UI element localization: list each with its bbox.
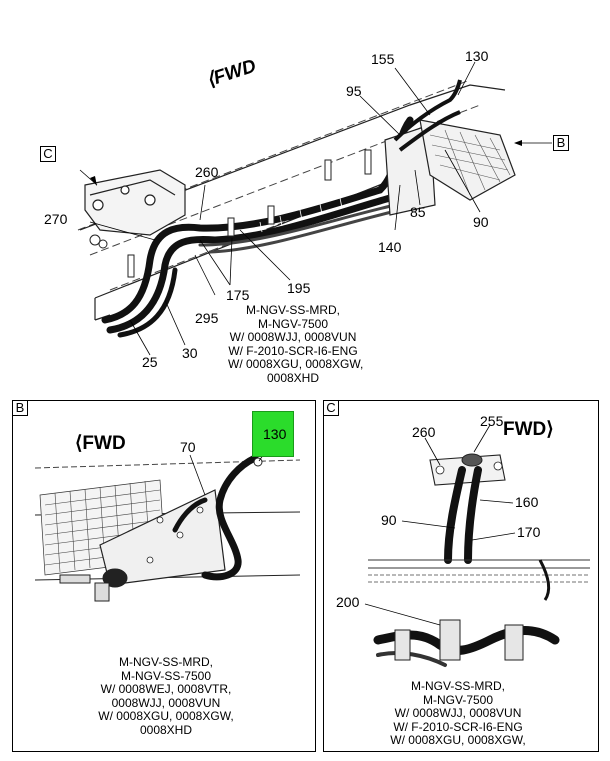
callout-30: 30	[182, 345, 198, 361]
detail-panel-b	[12, 400, 316, 752]
panel-c-callout-260: 260	[412, 424, 436, 440]
panel-c-callout-255: 255	[480, 413, 504, 429]
caption-line: 0008XHD	[266, 370, 320, 385]
top-applicability-caption: M-NGV-SS-MRD, M-NGV-7500 W/ 0008WJJ, 000…	[228, 303, 364, 385]
view-tag-b: B	[553, 135, 569, 151]
caption-line: W/ F-2010-SCR-I6-ENG	[393, 719, 523, 734]
panel-c-fwd-label: FWD⟩	[503, 419, 554, 440]
callout-85: 85	[410, 204, 426, 220]
panel-b-fwd-label: ⟨FWD	[75, 433, 126, 454]
callout-90: 90	[473, 214, 489, 230]
caption-line: M-NGV-7500	[257, 316, 329, 331]
callout-270: 270	[44, 211, 68, 227]
callout-260: 260	[195, 164, 219, 180]
callout-95: 95	[346, 83, 362, 99]
panel-c-fwd-text: FWD	[503, 419, 547, 440]
caption-line: 0008WJJ, 0008VUN	[111, 695, 221, 710]
callout-25: 25	[142, 354, 158, 370]
view-tag-c: C	[40, 146, 56, 162]
panel-c-callout-90: 90	[381, 512, 397, 528]
callout-140: 140	[378, 239, 402, 255]
caption-line: W/ 0008WJJ, 0008VUN	[394, 706, 522, 720]
panel-b-callout-70: 70	[180, 439, 196, 455]
caption-line: W/ 0008XGU, 0008XGW,	[390, 733, 526, 747]
panel-b-fwd-text: FWD	[82, 433, 126, 454]
caption-line: M-NGV-7500	[422, 692, 494, 707]
panel-b-tag: B	[12, 400, 28, 416]
callout-175: 175	[226, 287, 250, 303]
caption-line: W/ 0008WEJ, 0008VTR,	[100, 682, 232, 696]
panel-b-applicability-caption: M-NGV-SS-MRD, M-NGV-SS-7500 W/ 0008WEJ, …	[86, 655, 246, 737]
caption-line: M-NGV-SS-7500	[120, 668, 212, 683]
callout-295: 295	[195, 310, 219, 326]
callout-195: 195	[287, 280, 311, 296]
caption-line: M-NGV-SS-MRD,	[119, 655, 213, 669]
caption-line: 0008XHD	[139, 722, 193, 737]
callout-155: 155	[371, 51, 395, 67]
panel-b-callout-130: 130	[263, 426, 287, 442]
panel-c-applicability-caption: M-NGV-SS-MRD, M-NGV-7500 W/ 0008WJJ, 000…	[383, 679, 533, 748]
highlight-callout-130	[252, 411, 294, 457]
panel-c-callout-160: 160	[515, 494, 539, 510]
caption-line: W/ 0008WJJ, 0008VUN	[229, 330, 357, 344]
caption-line: W/ 0008XGU, 0008XGW,	[98, 709, 234, 723]
panel-c-callout-170: 170	[517, 524, 541, 540]
panel-c-callout-200: 200	[336, 594, 360, 610]
caption-line: M-NGV-SS-MRD,	[246, 303, 340, 317]
caption-line: W/ 0008XGU, 0008XGW,	[228, 357, 364, 371]
panel-c-tag: C	[323, 400, 339, 416]
caption-line: M-NGV-SS-MRD,	[411, 679, 505, 693]
detail-panel-c	[323, 400, 599, 752]
callout-130: 130	[465, 48, 489, 64]
caption-line: W/ F-2010-SCR-I6-ENG	[228, 343, 358, 358]
main-assembly-drawing	[77, 61, 552, 356]
